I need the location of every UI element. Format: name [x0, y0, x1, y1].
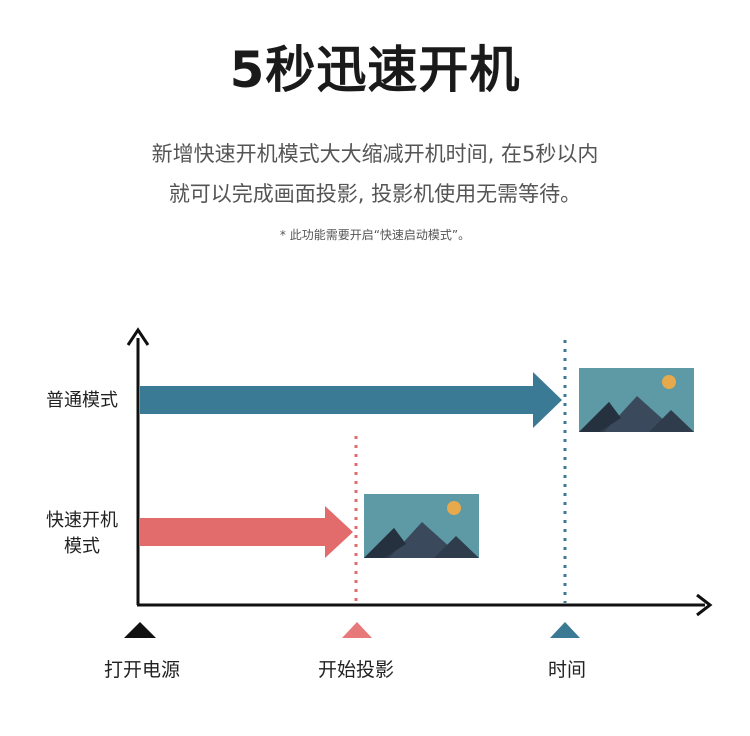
triangle-marker-icon — [124, 622, 156, 638]
triangle-marker-icon — [550, 622, 580, 638]
row-label-normal: 普通模式 — [46, 390, 118, 411]
axes — [126, 327, 713, 617]
row-label-fast-line1: 快速开机 — [46, 510, 118, 531]
triangle-marker-icon — [342, 622, 372, 638]
y-axis-arrowhead — [126, 327, 150, 346]
marker-label-start-projection: 开始投影 — [318, 659, 394, 681]
description-line-1: 新增快速开机模式大大缩减开机时间, 在5秒以内 — [151, 142, 599, 166]
marker-label-time: 时间 — [548, 659, 586, 681]
marker-label-power-on: 打开电源 — [104, 659, 180, 681]
normal-mode-arrow — [140, 372, 562, 428]
fast-mode-arrow — [140, 506, 353, 558]
mountain-image-icon — [579, 368, 694, 432]
row-label-fast-line2: 模式 — [64, 536, 100, 557]
footnote: * 此功能需要开启“快速启动模式”。 — [279, 228, 471, 242]
mountain-image-icon — [364, 494, 479, 558]
description-line-2: 就可以完成画面投影, 投影机使用无需等待。 — [168, 182, 582, 206]
x-axis-arrowhead — [696, 593, 713, 617]
page-title: 5秒迅速开机 — [229, 41, 521, 99]
